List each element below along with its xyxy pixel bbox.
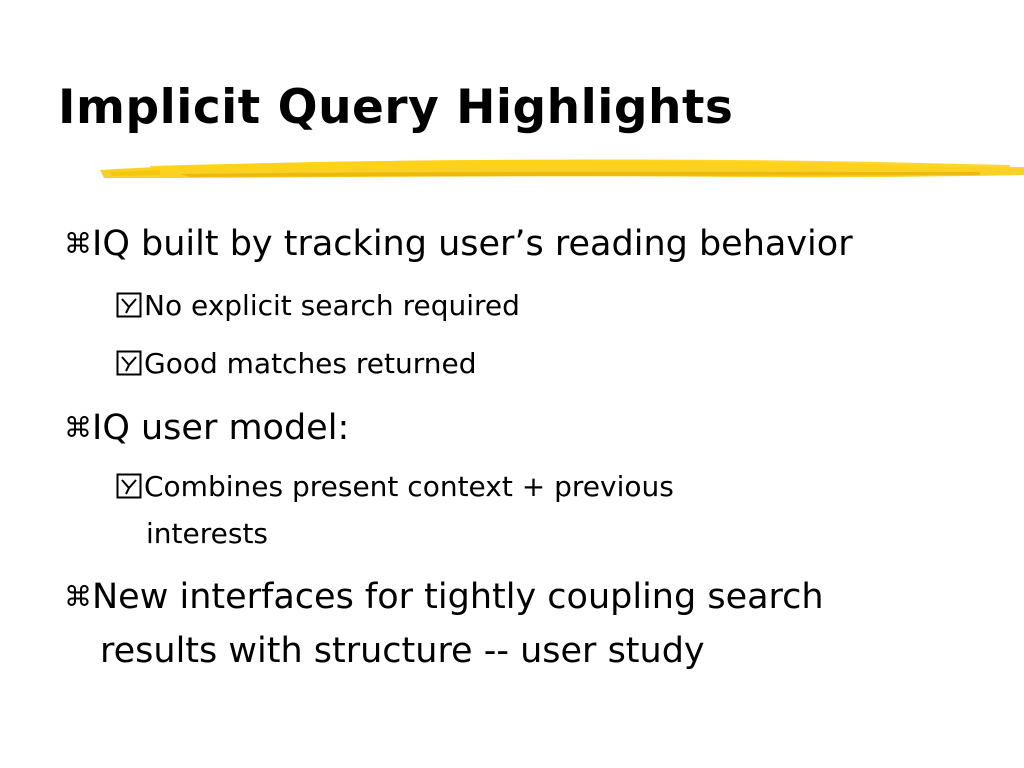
sub-bullet-item: Good matches returned [116, 341, 477, 387]
command-key-bullet-icon: ⌘ [64, 580, 92, 613]
sub-bullet-item: No explicit search required [116, 283, 520, 329]
bullet-continuation: results with structure -- user study [100, 631, 705, 671]
bullet-text: IQ built by tracking user’s reading beha… [92, 224, 853, 264]
bullet-text: New interfaces for tightly coupling sear… [92, 577, 824, 617]
sub-bullet-text: Good matches returned [144, 347, 477, 380]
boxed-y-icon [116, 350, 142, 376]
boxed-y-icon [116, 473, 142, 499]
bullet-item: ⌘IQ built by tracking user’s reading beh… [64, 218, 853, 270]
sub-bullet-continuation: interests [146, 517, 269, 550]
title-underline-brushstroke [100, 159, 1024, 178]
sub-bullet-item: Combines present context + previous [116, 464, 674, 510]
command-key-bullet-icon: ⌘ [64, 227, 92, 260]
sub-bullet-text: Combines present context + previous [144, 470, 674, 503]
sub-bullet-text: No explicit search required [144, 289, 520, 322]
command-key-bullet-icon: ⌘ [64, 411, 92, 444]
slide-title: Implicit Query Highlights [58, 80, 734, 135]
bullet-item: ⌘IQ user model: [64, 402, 349, 454]
bullet-item: ⌘New interfaces for tightly coupling sea… [64, 571, 824, 623]
boxed-y-icon [116, 292, 142, 318]
bullet-text: IQ user model: [92, 408, 350, 448]
